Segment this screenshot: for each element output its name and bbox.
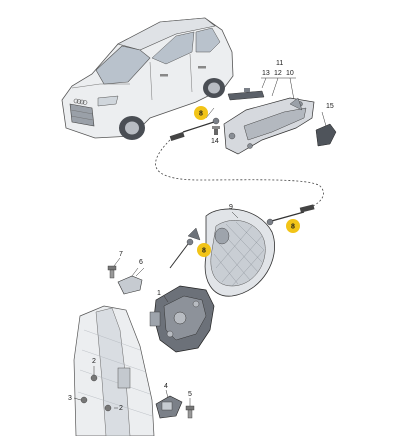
- rear-wheel: [203, 78, 225, 98]
- cable-end-top: [169, 107, 220, 142]
- callout-label-15: 15: [326, 103, 334, 110]
- callout-label-1: 1: [157, 290, 161, 297]
- callout-label-2: 2: [92, 358, 96, 365]
- callout-8-top: 8: [194, 106, 208, 120]
- door-lock-part: [149, 285, 215, 353]
- callout-label-11: 11: [276, 60, 283, 67]
- screw-2a: [90, 366, 98, 382]
- car-door-handle-front: [160, 74, 168, 77]
- front-wheel: [119, 116, 145, 140]
- callout-8-left: 8: [197, 243, 211, 257]
- bowden-cable: [155, 139, 324, 209]
- leader-lines: [135, 267, 169, 303]
- callout-label-6: 6: [139, 259, 143, 266]
- callout-label-10: 10: [286, 70, 294, 77]
- handle-carrier-part: [223, 97, 315, 155]
- cable-end-left: [169, 227, 201, 269]
- bolt-5: [185, 398, 195, 419]
- callout-label-12: 12: [274, 70, 282, 77]
- callout-label-13: 13: [262, 70, 270, 77]
- callout-label-8: 8: [202, 248, 206, 255]
- callout-label-3: 3: [68, 395, 72, 402]
- cable-end-right: [266, 204, 315, 226]
- callout-label-9: 9: [229, 204, 233, 211]
- car-illustration: [61, 17, 234, 140]
- callout-label-8: 8: [291, 224, 295, 231]
- callout-label-4: 4: [164, 383, 168, 390]
- callout-label-14: 14: [211, 138, 219, 145]
- bracket-part: [117, 267, 143, 295]
- callout-8-right: 8: [286, 219, 300, 233]
- logo-rings: [73, 98, 88, 105]
- lock-cover-part: [204, 208, 275, 297]
- trim-cap-part: [315, 111, 337, 147]
- callout-label-2: 2: [119, 405, 123, 412]
- bolt-7: [107, 257, 121, 279]
- screw-2b: [104, 404, 118, 412]
- car-door-handle-rear: [198, 66, 206, 69]
- callout-label-7: 7: [119, 251, 123, 258]
- callout-group-11-13: [261, 77, 296, 101]
- callout-label-5: 5: [188, 391, 192, 398]
- striker-part: [155, 389, 183, 419]
- screw-14: [212, 126, 220, 135]
- door-frame-section: [73, 305, 155, 436]
- screw-3: [73, 396, 88, 404]
- callout-label-8: 8: [199, 111, 203, 118]
- outer-handle-part: [227, 88, 265, 101]
